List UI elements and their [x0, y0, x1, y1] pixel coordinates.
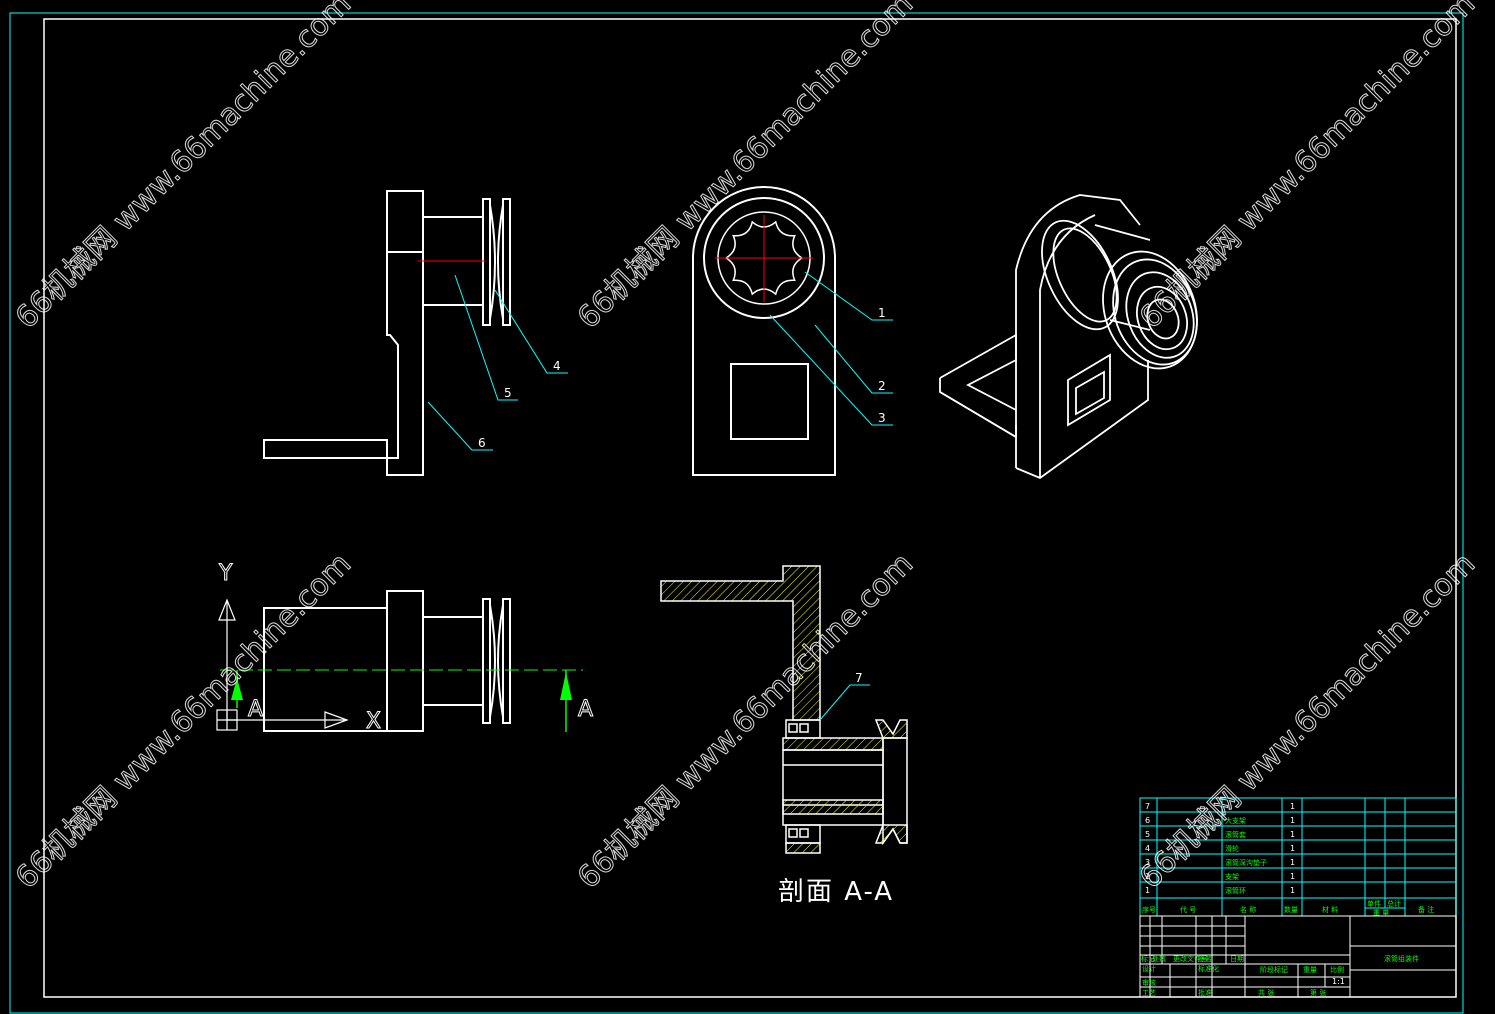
balloon-2: 2	[878, 379, 886, 393]
parts-cell-qty: 1	[1290, 858, 1295, 867]
tb-total-sheets: 共 张	[1258, 988, 1274, 997]
hdr-name: 名 称	[1240, 905, 1256, 914]
outer-frame	[9, 12, 1464, 1014]
tb-sheet: 第 张	[1310, 988, 1326, 997]
section-view	[660, 565, 908, 854]
watermark: 66机械网 www.66machine.com	[1133, 0, 1482, 336]
tb-mark: 标记	[1141, 954, 1155, 963]
balloon-7: 7	[855, 671, 863, 685]
balloon-6: 6	[478, 436, 486, 450]
tb-stage-mark: 阶段标记	[1260, 965, 1288, 974]
isometric-view	[939, 194, 1198, 480]
section-title: 剖面 A-A	[778, 877, 894, 907]
balloon-4: 4	[553, 359, 561, 373]
hdr-remark: 备 注	[1418, 905, 1434, 914]
section-marker-right	[560, 670, 572, 732]
tb-drawing-title: 滚筒组装件	[1384, 954, 1419, 963]
tb-standardize: 标准化	[1198, 964, 1219, 973]
parts-cell-qty: 1	[1290, 802, 1295, 811]
hdr-code: 代 号	[1180, 905, 1196, 914]
hdr-weight: 重 量	[1373, 909, 1389, 917]
parts-cell-name: 支架	[1225, 872, 1239, 881]
parts-cell-no: 7	[1145, 802, 1150, 811]
parts-cell-qty: 1	[1290, 844, 1295, 853]
watermark: 66机械网 www.66machine.com	[571, 0, 920, 336]
tb-process: 工艺	[1142, 989, 1156, 997]
parts-list-grid	[1139, 797, 1457, 917]
tb-design: 设计	[1142, 964, 1156, 973]
balloon-3: 3	[878, 411, 886, 425]
tb-count: 处数	[1152, 954, 1166, 963]
parts-list-rows: 7 1 6 大支架 1 5 滚筒套 1 4 滑轮 1 3 滚筒深沟垫子 1 2 支架 1 1 滚筒环 1	[1145, 802, 1295, 895]
tb-scale: 1:1	[1332, 977, 1345, 986]
watermark: 66机械网 www.66machine.com	[9, 0, 358, 336]
tb-approve: 批准	[1198, 988, 1212, 997]
side-center-lines	[715, 215, 813, 302]
tb-weight: 重量	[1303, 966, 1317, 974]
top-view	[263, 590, 511, 732]
inner-frame	[43, 18, 1457, 998]
title-block-grid	[1139, 915, 1457, 998]
parts-cell-qty: 1	[1290, 886, 1295, 895]
section-mark-right: A	[578, 697, 593, 722]
tb-change-doc: 更改文件号	[1173, 954, 1208, 963]
parts-cell-no: 5	[1145, 830, 1150, 839]
watermark: 66机械网 www.66machine.com	[1133, 546, 1482, 895]
parts-cell-qty: 1	[1290, 816, 1295, 825]
parts-list-header: 序号 代 号 名 称 数量 材 料 单件 总计 重 量 备 注	[1142, 899, 1434, 917]
title-block-text: 标记 处数 更改文件号 签名 日期 设计 标准化 阶段标记 重量 比例 1:1 …	[1141, 954, 1419, 997]
tb-review: 审核	[1142, 978, 1156, 987]
parts-cell-qty: 1	[1290, 830, 1295, 839]
parts-cell-no: 6	[1145, 816, 1150, 825]
balloon-1: 1	[878, 306, 886, 320]
parts-cell-qty: 1	[1290, 872, 1295, 881]
balloon-5: 5	[504, 386, 512, 400]
axis-x-label: X	[366, 709, 381, 734]
parts-cell-no: 2	[1145, 872, 1150, 881]
parts-cell-name: 滚筒环	[1225, 886, 1246, 895]
hdr-qty: 数量	[1284, 905, 1298, 914]
watermarks: 66机械网 www.66machine.com 66机械网 www.66mach…	[8, 0, 1482, 896]
hdr-weight-single: 单件	[1367, 899, 1381, 908]
hdr-no: 序号	[1142, 905, 1156, 914]
parts-cell-name: 滑轮	[1225, 844, 1239, 853]
tb-scale-label: 比例	[1330, 965, 1344, 974]
parts-cell-name: 大支架	[1225, 816, 1246, 825]
hdr-material: 材 料	[1322, 905, 1338, 914]
parts-cell-name: 滚筒套	[1225, 830, 1246, 839]
tb-date: 日期	[1230, 955, 1244, 963]
watermark: 66机械网 www.66machine.com	[9, 546, 358, 895]
leader-lines	[427, 271, 893, 721]
parts-cell-name: 滚筒深沟垫子	[1225, 858, 1267, 867]
ucs-axis-icon	[216, 598, 349, 731]
front-view	[263, 190, 511, 476]
section-mark-left: A	[248, 697, 263, 722]
section-marker-left	[231, 670, 243, 708]
tb-signature: 签名	[1198, 954, 1212, 963]
parts-cell-no: 4	[1145, 844, 1150, 853]
axis-y-label: Y	[218, 561, 233, 586]
hdr-weight-total: 总计	[1387, 899, 1401, 908]
parts-cell-no: 1	[1145, 886, 1150, 895]
parts-cell-no: 3	[1145, 858, 1150, 867]
